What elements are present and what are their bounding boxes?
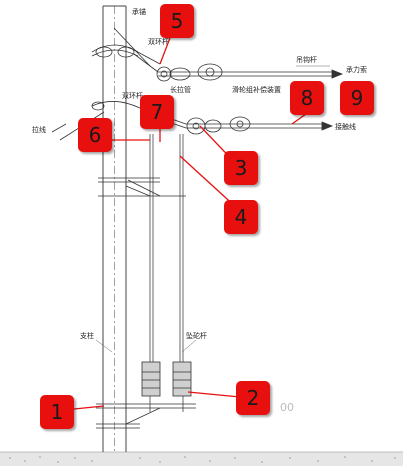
upper-bracket [91,27,161,73]
label-top-left: 承锚 [132,7,146,16]
label-weight-rod: 坠砣杆 [186,331,207,340]
mid-bracket [98,177,186,197]
weight-stacks [141,361,192,397]
leader-1 [73,405,105,410]
leader-8 [291,113,307,125]
marker-7-label: 7 [150,100,164,124]
label-stay-wire: 拉线 [32,125,46,134]
ground [0,451,403,466]
marker-8-label: 8 [300,86,314,110]
marker-3-label: 3 [234,156,248,180]
label-rope-tube: 长拉管 [170,85,191,94]
label-leaders [95,65,330,353]
weight-rods [149,134,184,412]
leader-5 [159,37,171,65]
marker-4-label: 4 [234,205,248,229]
marker-5: 5 [160,4,194,38]
leader-2 [187,391,241,398]
marker-1: 1 [40,395,74,429]
marker-3: 3 [224,151,258,185]
carrier-cable-line [156,63,344,82]
drawing-labels: 承锚 双环杆 双环杆 长拉管 滑轮组补偿装置 吊钩杆 承力索 接触线 拉线 支柱… [32,7,367,414]
label-carrier-cable: 承力索 [346,65,367,74]
faint-text: 00 [280,401,294,414]
marker-6: 6 [78,118,112,152]
marker-8: 8 [290,81,324,115]
marker-9-label: 9 [350,86,364,110]
contact-wire-line [186,116,334,135]
pole [102,5,127,452]
marker-6-label: 6 [88,123,102,147]
bottom-bracket [96,403,196,429]
marker-5-label: 5 [170,9,184,33]
label-contact-wire: 接触线 [335,122,356,131]
marker-7: 7 [140,95,174,129]
marker-4: 4 [224,200,258,234]
marker-1-label: 1 [50,400,64,424]
marker-2-label: 2 [246,386,260,410]
marker-9: 9 [340,81,374,115]
label-carrier-rod: 吊钩杆 [296,55,317,64]
marker-2: 2 [236,381,270,415]
label-double-ring-lower: 双环杆 [122,91,143,100]
label-double-ring-upper: 双环杆 [148,37,169,46]
label-slide-device: 滑轮组补偿装置 [232,85,281,94]
label-pole: 支柱 [80,331,94,340]
